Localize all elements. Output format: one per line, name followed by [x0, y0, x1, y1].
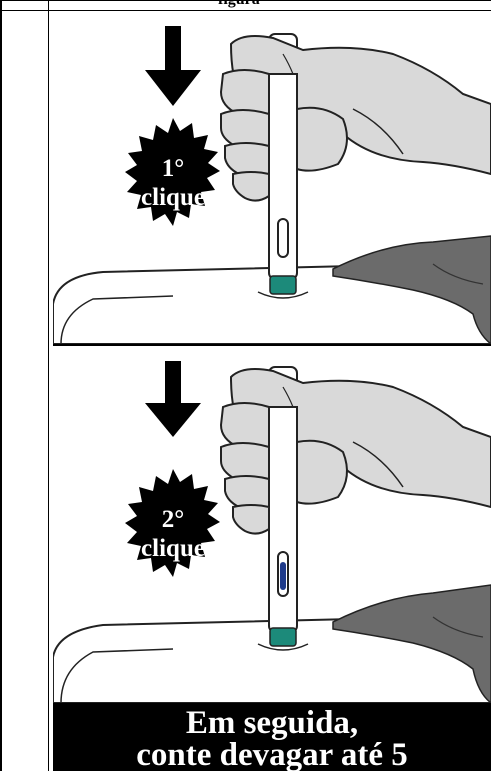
instruction-line-2: conte devagar até 5: [53, 739, 491, 771]
step-word-2: clique: [141, 535, 205, 562]
second-click-illustration: 2° clique: [53, 347, 491, 703]
step-word-1: clique: [141, 184, 205, 211]
pen-window-indicator: [280, 562, 286, 590]
pen-window: [278, 219, 288, 257]
frame-left-border: [0, 0, 2, 771]
pen-cap: [270, 628, 296, 646]
hand-illustration: [221, 369, 491, 534]
pen-cap: [270, 276, 296, 294]
first-click-illustration: 1° clique: [53, 14, 491, 344]
instruction-line-1: Em seguida,: [53, 707, 491, 739]
down-arrow-icon: [145, 361, 201, 437]
instruction-banner: Em seguida, conte devagar até 5: [53, 703, 491, 771]
figure-header: figura: [218, 0, 260, 9]
illustration-panel-first-click: 1° clique: [53, 14, 491, 346]
frame-cell-divider: [48, 0, 49, 771]
hand-illustration: [221, 36, 491, 201]
step-number-1: 1°: [162, 155, 185, 182]
illustration-panel-second-click: 2° clique: [53, 347, 491, 703]
step-number-2: 2°: [162, 506, 185, 533]
down-arrow-icon: [145, 26, 201, 106]
frame-header-line: [0, 10, 491, 11]
